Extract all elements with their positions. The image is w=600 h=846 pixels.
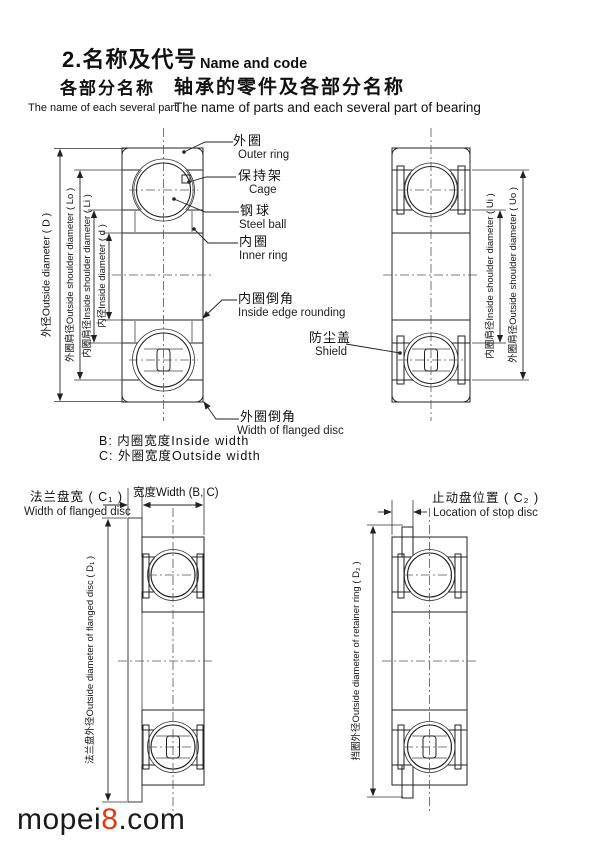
dim-label-outside-shoulder-u: 外圈肩径Outside shoulder diameter ( Uo ) (508, 187, 519, 363)
watermark-suffix: .com (118, 803, 186, 836)
note-outside-width: C: 外圈宽度Outside width (99, 449, 261, 463)
flange-shape (127, 517, 143, 803)
stop-disc-shape (401, 764, 414, 799)
label-cage-zh: 保持架 (238, 168, 284, 183)
dim-label-outside-shoulder: 外圈肩径Outside shoulder diameter ( Lo ) (65, 187, 76, 363)
stop-disc-shape (401, 526, 414, 558)
dim-label-inside-diameter: 内径Inside diameter ( d ) (97, 224, 108, 328)
watermark-logo: mopei8.com (17, 803, 185, 837)
cage-shape (181, 174, 191, 184)
label-inside-edge-rounding-zh: 内圈倒角 (238, 291, 295, 306)
label-inside-edge-rounding-en: Inside edge rounding (238, 307, 346, 319)
dim-group-flanged (102, 488, 205, 803)
shield-shape (397, 553, 405, 599)
shield-shape (196, 724, 204, 770)
dim-label-inside-shoulder-u: 内圈肩径Inside shoulder diameter ( Ui ) (485, 193, 496, 359)
dim-label-flange-width-zh: 法兰盘宽 ( C₁ ) (30, 490, 123, 504)
dim-label-inside-shoulder: 内圈肩径Inside shoulder diameter ( Li ) (82, 194, 93, 358)
label-inner-ring-en: Inner ring (239, 250, 288, 262)
dim-group-snapring (367, 500, 427, 798)
label-outer-ring-en: Outer ring (238, 149, 290, 161)
bearing-snapring-section-diagram (382, 508, 476, 814)
shield-shape (196, 553, 204, 599)
dim-label-retainer-od: 挡圈外径Outside diameter of retainer ring ( … (351, 561, 362, 761)
dim-label-flange-od: 法兰盘外径Outside diameter of flanged disc ( … (85, 555, 96, 765)
dim-label-flange-width-en: Width of flanged disc (24, 506, 131, 518)
label-cage-en: Cage (249, 184, 277, 196)
watermark-digit: 8 (101, 803, 119, 836)
label-outer-edge-rounding-zh: 外圈倒角 (240, 409, 297, 424)
shield-shape (454, 724, 462, 770)
dim-label-stop-disc-en: Location of stop disc (433, 507, 538, 519)
label-steel-ball-en: Steel ball (239, 219, 287, 231)
leader-lines (172, 141, 402, 420)
bearing-flanged-section-diagram (118, 508, 215, 814)
column-heading-right-en: The name of parts and each several part … (174, 100, 481, 115)
page-title-zh: 2.名称及代号 (62, 47, 198, 72)
shield-shape (454, 553, 462, 599)
dim-label-stop-disc-zh: 止动盘位置 ( C₂ ) (432, 491, 540, 505)
column-heading-left-zh: 各部分名称 (60, 79, 155, 98)
bearing-open-section-diagram (112, 128, 214, 421)
label-shield-en: Shield (315, 346, 347, 358)
dim-group-right (472, 169, 529, 381)
label-shield-zh: 防尘盖 (309, 330, 352, 345)
shield-shape (397, 724, 405, 770)
dim-group-left (54, 148, 124, 402)
label-inner-ring-zh: 内圈 (239, 234, 270, 249)
note-inside-width: B: 内圈宽度Inside width (99, 434, 250, 448)
column-heading-left-en: The name of each several part (28, 102, 178, 114)
watermark-prefix: mopei (17, 803, 102, 836)
label-outer-edge-rounding-en: Width of flanged disc (237, 425, 344, 437)
bearing-shielded-section-diagram (383, 128, 479, 421)
shield-shape (142, 553, 150, 599)
page-title-en: Name and code (200, 56, 308, 72)
dim-label-width-bc: 宽度Width (B, C) (133, 487, 219, 499)
dim-label-outside-diameter: 外径Outside diameter ( D ) (40, 212, 53, 338)
label-steel-ball-zh: 钢球 (240, 203, 273, 218)
label-outer-ring-zh: 外圈 (233, 133, 264, 148)
column-heading-right-zh: 轴承的零件及各部分名称 (174, 77, 406, 98)
